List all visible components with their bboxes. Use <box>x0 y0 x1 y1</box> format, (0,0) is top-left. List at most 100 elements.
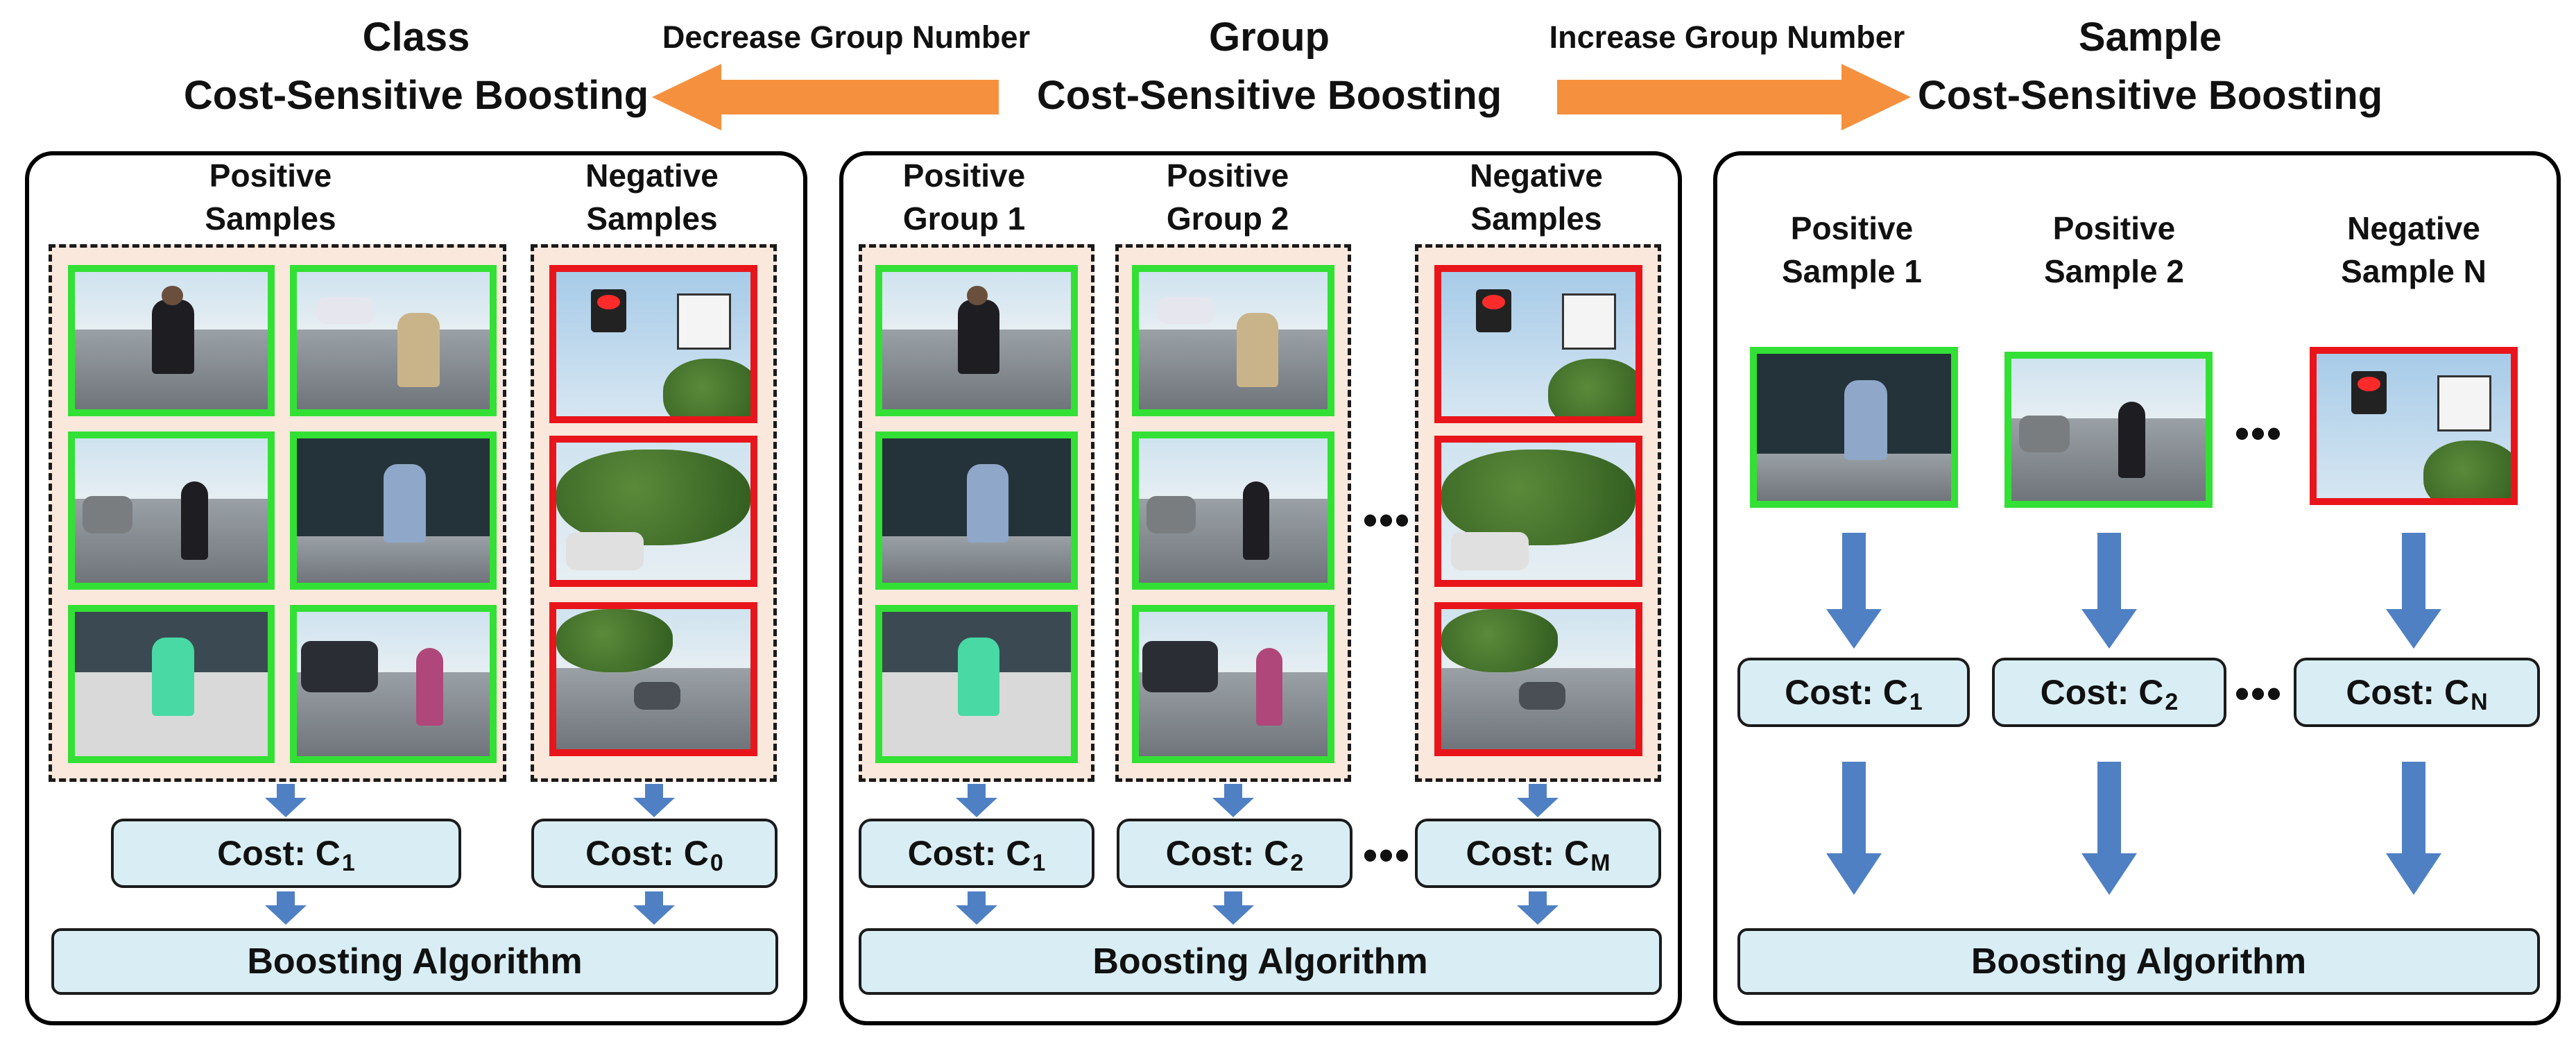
sample-s1-head: Positive Sample 1 <box>1748 207 1956 293</box>
group-neg-head-l2: Samples <box>1470 200 1602 237</box>
class-cost-negative-sub: 0 <box>710 849 723 876</box>
sample-pos-image-1 <box>1750 347 1958 508</box>
class-negative-head-l2: Samples <box>586 200 718 237</box>
sample-s2-head-l2: Sample 2 <box>2044 253 2184 289</box>
class-neg-image-3 <box>549 602 757 756</box>
down-arrow-icon <box>1517 891 1559 925</box>
increase-arrow-icon <box>1557 64 1911 130</box>
down-arrow-icon <box>1826 533 1882 649</box>
class-title: Class Cost-Sensitive Boosting <box>153 8 680 125</box>
group-g1-head-l2: Group 1 <box>902 200 1026 237</box>
class-pos-image-2 <box>290 265 497 416</box>
group-g2-image-3 <box>1132 605 1334 763</box>
sample-sn-head-l1: Negative <box>2347 210 2480 246</box>
down-arrow-icon <box>2081 762 2137 895</box>
group-cost-1-sub: 1 <box>1032 849 1046 876</box>
sample-cost-1-sub: 1 <box>1909 688 1923 715</box>
class-pos-image-3 <box>68 431 275 590</box>
down-arrow-icon <box>2386 762 2441 895</box>
class-pos-image-5 <box>68 605 275 763</box>
group-neg-image-1 <box>1434 265 1642 423</box>
decrease-arrow-icon <box>652 64 999 130</box>
sample-sn-head-l2: Sample N <box>2341 253 2487 289</box>
sample-cost-n-sub: N <box>2471 688 2488 715</box>
down-arrow-icon <box>2081 533 2137 649</box>
down-arrow-icon <box>956 891 997 925</box>
group-g1-head: Positive Group 1 <box>867 154 1061 240</box>
sample-title: Sample Cost-Sensitive Boosting <box>1887 8 2414 125</box>
class-pos-image-4 <box>290 431 497 590</box>
down-arrow-icon <box>265 784 307 817</box>
sample-images-ellipsis: ••• <box>2235 410 2283 456</box>
class-title-line2: Cost-Sensitive Boosting <box>183 73 649 118</box>
sample-s1-head-l2: Sample 1 <box>1782 253 1922 289</box>
increase-group-label: Increase Group Number <box>1549 19 1905 55</box>
sample-cost-2-sub: 2 <box>2165 688 2179 715</box>
group-neg-head-l1: Negative <box>1470 157 1603 194</box>
group-boosting-algorithm: Boosting Algorithm <box>859 928 1662 995</box>
group-title: Group Cost-Sensitive Boosting <box>1006 8 1533 125</box>
sample-neg-image-n <box>2310 347 2518 505</box>
class-cost-positive-sub: 1 <box>341 849 355 876</box>
down-arrow-icon <box>265 891 307 925</box>
down-arrow-icon <box>1826 762 1882 895</box>
class-neg-image-1 <box>549 265 757 423</box>
group-cost-2-sub: 2 <box>1290 849 1304 876</box>
group-g2-head-l1: Positive <box>1166 157 1289 194</box>
group-neg-head: Negative Samples <box>1429 154 1644 240</box>
group-title-line1: Group <box>1209 15 1330 60</box>
class-cost-positive-text: Cost: C <box>217 834 341 873</box>
sample-s2-head-l1: Positive <box>2052 210 2176 246</box>
group-g1-image-3 <box>875 605 1078 763</box>
sample-cost-2-text: Cost: C <box>2040 673 2164 712</box>
sample-costs-ellipsis: ••• <box>2235 670 2283 717</box>
down-arrow-icon <box>956 784 997 817</box>
group-cost-1-text: Cost: C <box>907 834 1031 873</box>
class-neg-image-2 <box>549 436 757 587</box>
sample-title-line2: Cost-Sensitive Boosting <box>1917 73 2383 118</box>
sample-sn-head: Negative Sample N <box>2310 207 2518 293</box>
group-g2-image-1 <box>1132 265 1334 416</box>
sample-boosting-algorithm: Boosting Algorithm <box>1737 928 2540 995</box>
group-images-ellipsis: ••• <box>1363 497 1411 543</box>
sample-s1-head-l1: Positive <box>1790 210 1914 246</box>
class-boosting-algorithm: Boosting Algorithm <box>51 928 778 995</box>
group-g2-head-l2: Group 2 <box>1166 200 1289 237</box>
class-cost-negative-text: Cost: C <box>585 834 709 873</box>
group-neg-image-3 <box>1434 602 1642 756</box>
sample-title-line1: Sample <box>2078 15 2222 60</box>
down-arrow-icon <box>1212 784 1254 817</box>
class-positive-head: Positive Samples <box>111 154 430 240</box>
class-title-line1: Class <box>362 15 470 60</box>
sample-cost-n-text: Cost: C <box>2346 673 2470 712</box>
group-g2-head: Positive Group 2 <box>1131 154 1325 240</box>
down-arrow-icon <box>1517 784 1559 817</box>
group-cost-2-text: Cost: C <box>1165 834 1289 873</box>
class-pos-image-6 <box>290 605 497 763</box>
class-pos-image-1 <box>68 265 275 416</box>
group-g1-image-1 <box>875 265 1078 416</box>
group-cost-m-sub: M <box>1590 849 1611 876</box>
down-arrow-icon <box>2386 533 2441 649</box>
group-g2-image-2 <box>1132 431 1334 590</box>
group-cost-m-text: Cost: C <box>1466 834 1590 873</box>
down-arrow-icon <box>633 784 675 817</box>
decrease-group-label: Decrease Group Number <box>662 19 1031 55</box>
down-arrow-icon <box>633 891 675 925</box>
group-g1-head-l1: Positive <box>902 157 1026 194</box>
class-negative-head-l1: Negative <box>585 157 719 194</box>
class-positive-head-l1: Positive <box>209 157 332 194</box>
class-negative-head: Negative Samples <box>534 154 770 240</box>
class-positive-head-l2: Samples <box>205 200 336 237</box>
group-neg-image-2 <box>1434 436 1642 587</box>
